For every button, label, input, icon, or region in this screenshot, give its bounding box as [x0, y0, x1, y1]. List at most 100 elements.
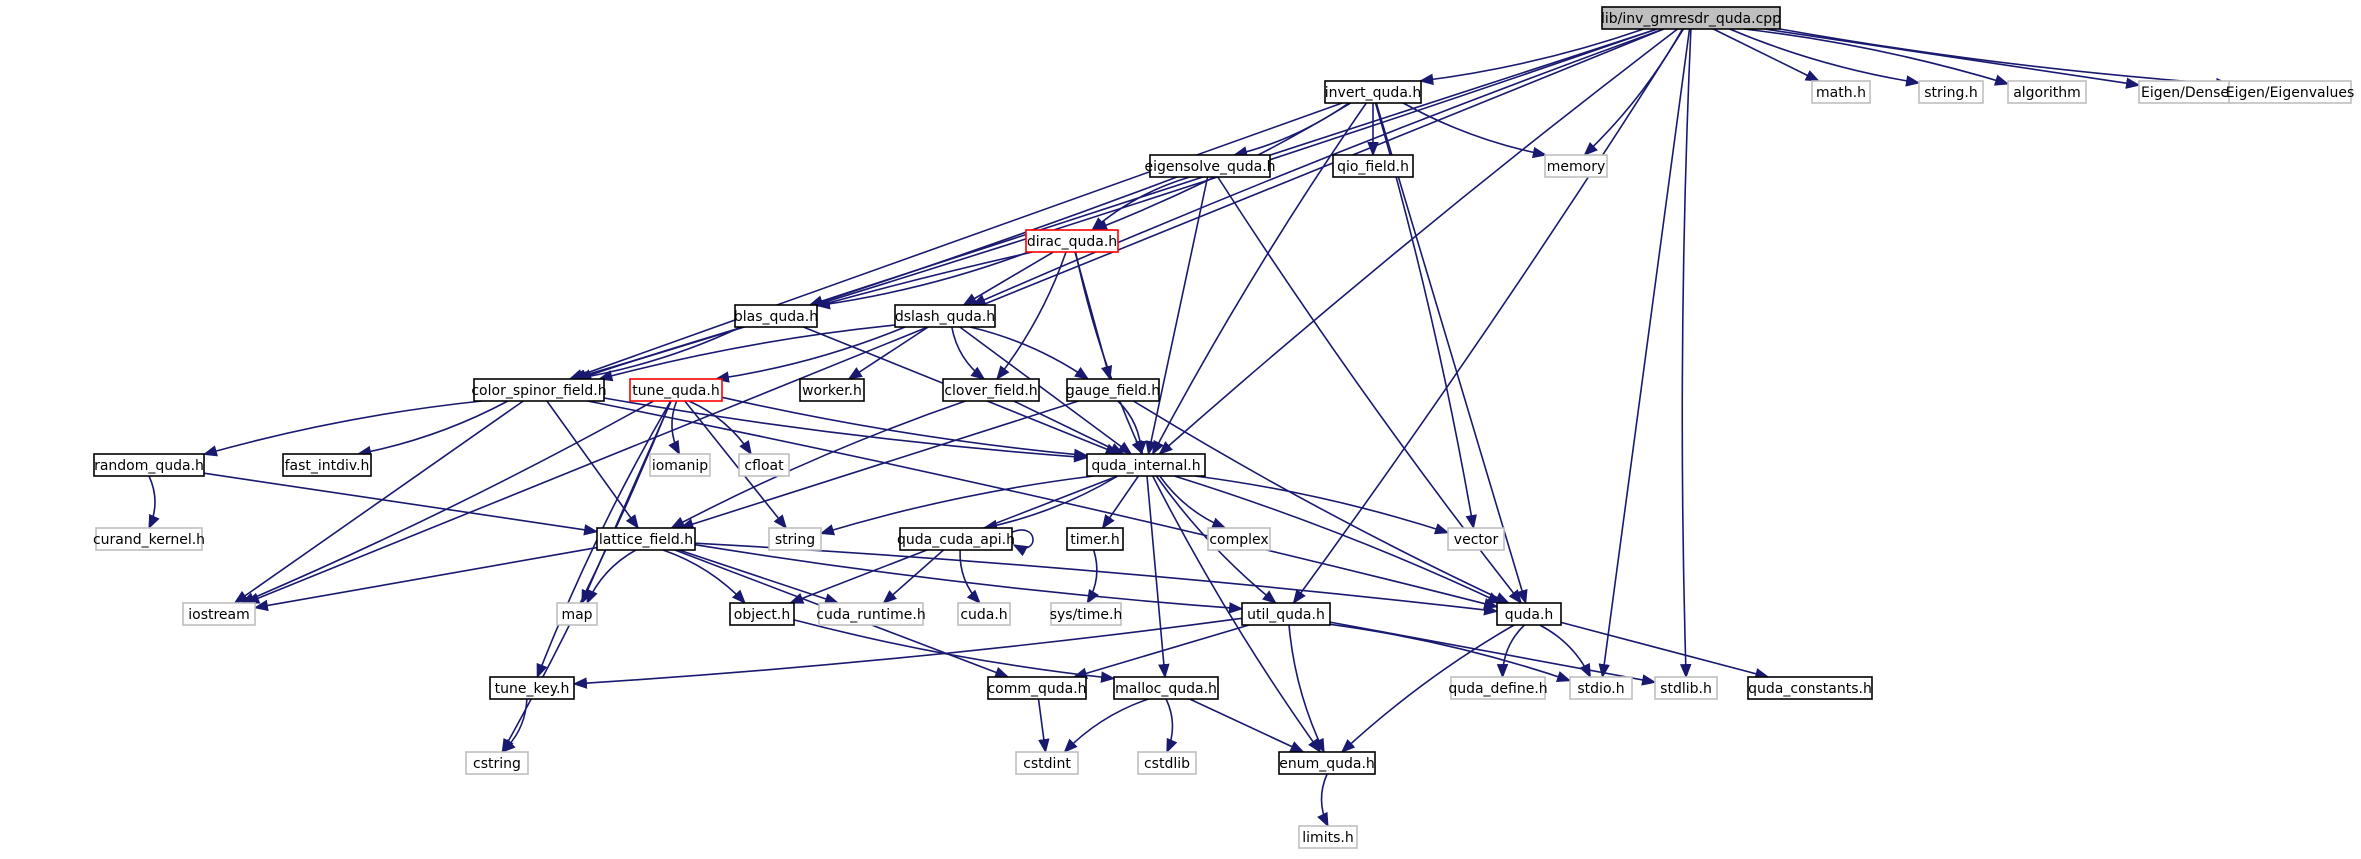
node-box [899, 527, 1013, 551]
edge-quda-to-qconst [1560, 621, 1770, 680]
node-label: qio_field.h [1337, 159, 1409, 175]
edge-timer-to-systime [1086, 549, 1099, 605]
node-root[interactable]: lib/inv_gmresdr_quda.cpp [1601, 6, 1781, 30]
node-box [1050, 602, 1122, 626]
node-label: string.h [1924, 85, 1978, 101]
node-box [1298, 825, 1358, 849]
node-label: memory [1547, 159, 1606, 175]
node-fastint[interactable]: fast_intdiv.h [282, 453, 372, 477]
node-comm[interactable]: comm_quda.h [987, 676, 1087, 700]
node-cstdlib: cstdlib [1137, 751, 1197, 775]
node-label: complex [1209, 532, 1268, 548]
edge-csf-to-qinternal [603, 397, 1089, 463]
edge-tune-to-iomanip [668, 400, 681, 456]
node-box [1496, 602, 1562, 626]
node-label: object.h [734, 607, 790, 623]
node-label: dslash_quda.h [895, 309, 995, 325]
node-box [1149, 154, 1271, 178]
edge-lattice-to-iostream [253, 546, 598, 612]
node-box [1278, 751, 1376, 775]
node-invert[interactable]: invert_quda.h [1324, 80, 1422, 104]
node-clover[interactable]: clover_field.h [942, 378, 1040, 402]
edge-dslash-to-tune [714, 326, 906, 383]
node-util[interactable]: util_quda.h [1241, 602, 1331, 626]
edge-random-to-curand [148, 475, 160, 530]
node-lattice[interactable]: lattice_field.h [596, 527, 696, 551]
node-map: map [556, 602, 598, 626]
edge-csf-to-random [202, 400, 482, 457]
edge-tune-to-cstring [501, 400, 672, 754]
edge-tunekey-to-cstring [501, 698, 528, 753]
node-eigensolve[interactable]: eigensolve_quda.h [1144, 154, 1276, 178]
node-curand: curand_kernel.h [93, 527, 205, 551]
node-limits: limits.h [1298, 825, 1358, 849]
edge-gauge-to-qinternal [1117, 400, 1147, 456]
edge-root-to-util [1292, 28, 1685, 605]
edge-dslash-to-clover [951, 326, 986, 380]
node-algorithm: algorithm [2007, 80, 2087, 104]
edge-root-to-qinternal [1158, 28, 1679, 455]
edge-csf-to-fastint [356, 400, 509, 458]
node-box [894, 304, 996, 328]
node-eigen-dense: Eigen/Dense [2138, 80, 2232, 104]
node-qio[interactable]: qio_field.h [1332, 154, 1414, 178]
node-qinternal[interactable]: quda_internal.h [1086, 453, 1206, 477]
node-cstdint: cstdint [1015, 751, 1079, 775]
node-label: Eigen/Eigenvalues [2226, 85, 2354, 101]
node-label: gauge_field.h [1066, 383, 1160, 399]
node-gauge[interactable]: gauge_field.h [1066, 378, 1160, 402]
node-box [729, 602, 795, 626]
node-quda[interactable]: quda.h [1496, 602, 1562, 626]
edge-quda-to-qdefine [1496, 624, 1525, 679]
node-iomanip: iomanip [649, 453, 711, 477]
node-label: cstdlib [1144, 756, 1190, 772]
node-box [1811, 80, 1871, 104]
node-box [473, 378, 605, 402]
edge-quda-to-enum [1340, 624, 1515, 753]
node-string-h: string.h [1918, 80, 1984, 104]
node-enum[interactable]: enum_quda.h [1278, 751, 1376, 775]
node-dirac[interactable]: dirac_quda.h [1025, 229, 1119, 253]
node-tune[interactable]: tune_quda.h [629, 378, 723, 402]
node-worker[interactable]: worker.h [799, 378, 865, 402]
node-random[interactable]: random_quda.h [93, 453, 205, 477]
node-label: worker.h [802, 383, 862, 399]
node-dslash[interactable]: dslash_quda.h [894, 304, 996, 328]
edge-malloc-to-cstdlib [1165, 698, 1178, 754]
edge-qinternal-to-quda [1174, 475, 1503, 604]
node-malloc[interactable]: malloc_quda.h [1113, 676, 1219, 700]
edge-gauge-to-quda [1132, 400, 1510, 604]
node-csf[interactable]: color_spinor_field.h [471, 378, 607, 402]
node-timer[interactable]: timer.h [1066, 527, 1124, 551]
edge-qinternal-to-string [819, 475, 1094, 536]
node-object[interactable]: object.h [729, 602, 795, 626]
node-qconst[interactable]: quda_constants.h [1747, 676, 1873, 700]
node-label: tune_quda.h [632, 383, 719, 399]
node-stdio: stdio.h [1569, 676, 1633, 700]
node-label: string [775, 532, 815, 548]
node-box [93, 453, 205, 477]
edge-root-to-invert [1418, 28, 1644, 86]
node-box [1569, 676, 1633, 700]
node-box [465, 751, 529, 775]
edge-root-to-math [1712, 28, 1820, 82]
node-string: string [768, 527, 822, 551]
node-label: random_quda.h [94, 458, 204, 474]
node-box [1137, 751, 1197, 775]
node-box [768, 527, 822, 551]
node-cudaapi[interactable]: quda_cuda_api.h [897, 527, 1015, 551]
node-box [1450, 676, 1546, 700]
node-box [182, 602, 256, 626]
node-complex: complex [1207, 527, 1271, 551]
node-blas[interactable]: blas_quda.h [734, 304, 818, 328]
node-iostream: iostream [182, 602, 256, 626]
node-box [942, 378, 1040, 402]
edge-object-to-malloc [793, 619, 1116, 683]
edge-cudaapi-to-cudaapi [1009, 529, 1034, 557]
edge-root-to-eigen_eig [1779, 28, 2231, 90]
node-label: Eigen/Dense [2141, 85, 2229, 101]
edge-util-to-tunekey [572, 617, 1243, 689]
node-label: curand_kernel.h [93, 532, 205, 548]
node-tunekey[interactable]: tune_key.h [489, 676, 575, 700]
node-box [556, 602, 598, 626]
